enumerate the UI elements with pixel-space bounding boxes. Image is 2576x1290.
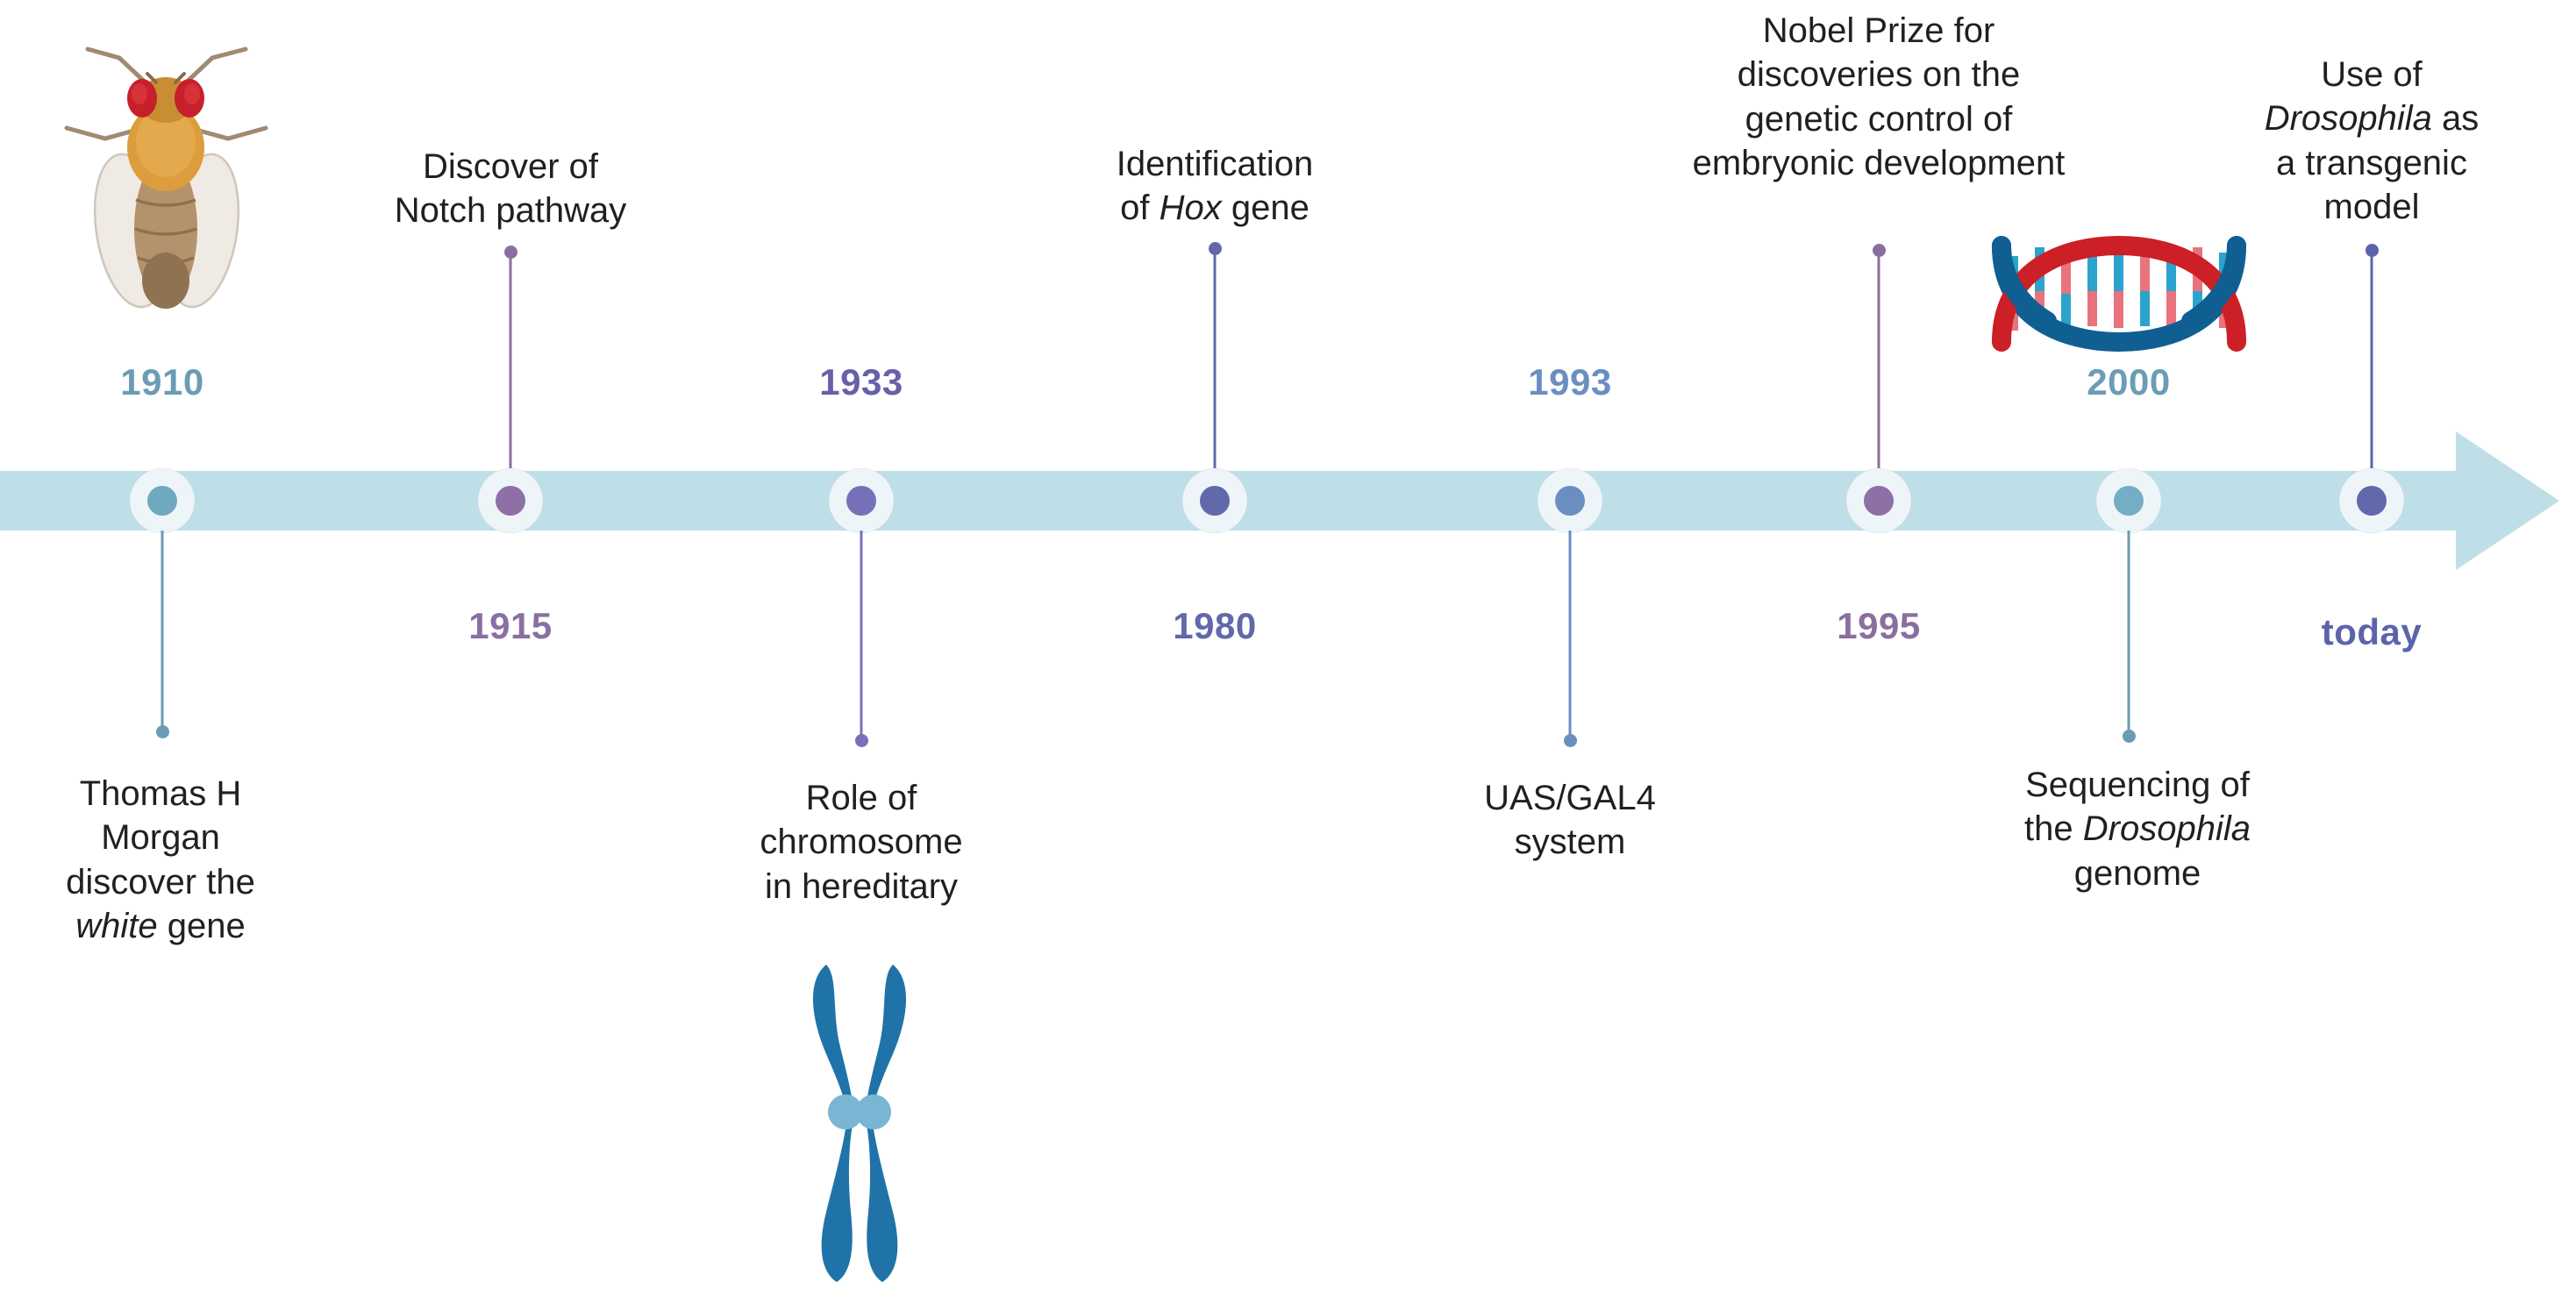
node-core [1864, 486, 1894, 516]
fruit-fly-icon [51, 16, 279, 331]
node-core [1555, 486, 1585, 516]
timeline-node-1933[interactable] [829, 468, 894, 533]
node-core [846, 486, 876, 516]
node-ring [1846, 468, 1911, 533]
caption-1933: Role of chromosome in hereditary [760, 779, 963, 906]
connector-dot [1563, 734, 1577, 747]
year-label-1995: 1995 [1837, 605, 1921, 646]
connector-1993 [1563, 531, 1577, 747]
year-label-1980: 1980 [1173, 605, 1257, 646]
connector-today [2365, 244, 2379, 471]
chromosome-icon [772, 949, 947, 1286]
caption-2000: Sequencing of the Drosophila genome [2024, 766, 2251, 893]
node-ring [2339, 468, 2404, 533]
node-core [1200, 486, 1230, 516]
connector-dot [854, 734, 868, 747]
connector-dot [155, 725, 169, 738]
connector-dot [2365, 244, 2379, 257]
year-label-2000: 2000 [2087, 361, 2171, 403]
connector-1995 [1872, 244, 1886, 471]
node-ring [1538, 468, 1602, 533]
timeline-node-1980[interactable] [1182, 468, 1247, 533]
timeline-node-1915[interactable] [478, 468, 543, 533]
connector-dot [1872, 244, 1886, 257]
caption-1910: Thomas H Morgan discover the white gene [66, 774, 255, 946]
connector-1915 [503, 246, 517, 471]
year-label-1993: 1993 [1528, 361, 1612, 403]
node-core [147, 486, 177, 516]
node-core [2114, 486, 2144, 516]
dna-helix-icon [1989, 221, 2249, 367]
caption-1995: Nobel Prize for discoveries on the genet… [1692, 11, 2066, 183]
connector-1933 [854, 531, 868, 747]
connector-1980 [1208, 242, 1222, 471]
node-ring [1182, 468, 1247, 533]
caption-1915: Discover of Notch pathway [394, 147, 627, 231]
node-ring [478, 468, 543, 533]
timeline-node-today[interactable] [2339, 468, 2404, 533]
caption-1993: UAS/GAL4 system [1484, 779, 1656, 862]
timeline-node-2000[interactable] [2096, 468, 2161, 533]
connector-dot [503, 246, 517, 259]
caption-1980: Identification of Hox gene [1116, 145, 1314, 228]
node-core [2357, 486, 2387, 516]
connector-dot [2122, 730, 2136, 743]
timeline-arrow-head [2456, 431, 2559, 570]
timeline-node-1910[interactable] [130, 468, 195, 533]
timeline-node-1995[interactable] [1846, 468, 1911, 533]
timeline-node-1993[interactable] [1538, 468, 1602, 533]
node-ring [130, 468, 195, 533]
connector-1910 [155, 531, 169, 738]
year-label-today: today [2321, 611, 2423, 652]
node-ring [829, 468, 894, 533]
year-label-1915: 1915 [468, 605, 553, 646]
node-ring [2096, 468, 2161, 533]
caption-today: Use of Drosophila as a transgenic model [2264, 55, 2480, 227]
connector-2000 [2122, 531, 2136, 743]
node-core [496, 486, 525, 516]
year-label-1933: 1933 [819, 361, 903, 403]
connector-dot [1208, 242, 1222, 255]
year-label-1910: 1910 [120, 361, 204, 403]
